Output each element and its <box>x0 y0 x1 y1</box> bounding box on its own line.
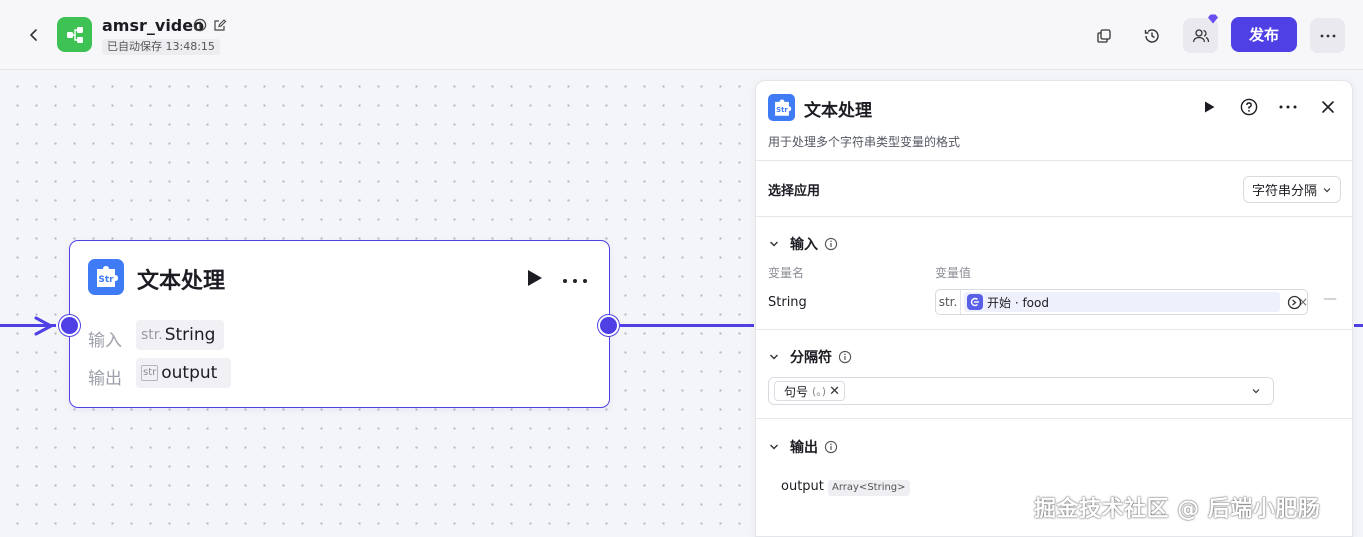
node-input-value: String <box>164 325 216 345</box>
node-output-label: 输出 <box>88 369 122 389</box>
text-processing-node[interactable]: Str 文本处理 输入 str. String 输出 str output <box>69 240 610 408</box>
separator-tag-label: 句号 <box>784 384 809 399</box>
node-output-chip: str output <box>136 358 231 388</box>
node-input-chip: str. String <box>136 320 224 350</box>
chevron-down-icon <box>770 444 778 450</box>
panel-more-button[interactable] <box>1277 96 1299 118</box>
help-circle-icon <box>1240 98 1258 116</box>
select-app-label: 选择应用 <box>768 184 821 199</box>
chevron-down-icon <box>770 241 778 247</box>
info-icon[interactable] <box>838 350 852 364</box>
node-output-port[interactable] <box>598 315 619 336</box>
canvas-edge-strip <box>1354 80 1363 537</box>
panel-title: 文本处理 <box>804 101 872 121</box>
separator-select[interactable]: 句号 (。) ✕ <box>768 377 1274 405</box>
workflow-icon <box>66 26 83 43</box>
outgoing-edge <box>620 324 754 327</box>
edit-icon[interactable] <box>213 18 227 32</box>
string-type-label: str. <box>141 327 163 343</box>
node-input-label: 输入 <box>88 331 122 351</box>
select-app-dropdown[interactable]: 字符串分隔 <box>1243 176 1341 203</box>
play-icon <box>1205 101 1215 113</box>
node-more-button[interactable] <box>562 265 592 289</box>
string-puzzle-icon: Str <box>97 266 118 287</box>
variable-picker-icon[interactable] <box>1287 295 1302 310</box>
save-status: 已自动保存 13:48:15 <box>102 39 220 55</box>
copy-icon <box>1096 28 1111 43</box>
collaborators-button[interactable] <box>1183 18 1218 53</box>
incoming-edge <box>0 324 56 327</box>
separator-tag-symbol: (。) <box>812 385 827 398</box>
string-puzzle-icon: Str <box>774 99 791 116</box>
history-icon <box>1144 28 1159 43</box>
node-title: 文本处理 <box>137 269 226 294</box>
separator-section-header[interactable]: 分隔符 <box>768 347 852 367</box>
arrow-right-icon <box>34 316 53 336</box>
svg-text:Str: Str <box>98 275 114 285</box>
outgoing-edge-continuation <box>1354 324 1363 327</box>
output-section-header[interactable]: 输出 <box>768 437 838 457</box>
chevron-down-icon <box>770 354 778 360</box>
panel-close-button[interactable] <box>1317 96 1339 118</box>
start-node-badge <box>967 294 983 310</box>
input-section-title: 输入 <box>790 237 818 253</box>
more-button[interactable] <box>1310 18 1345 53</box>
users-icon <box>1192 28 1209 42</box>
node-output-value: output <box>161 363 218 383</box>
panel-run-button[interactable] <box>1198 96 1220 118</box>
variable-name: String <box>768 295 807 310</box>
output-variable-type: Array<String> <box>828 480 910 496</box>
app-name: amsr_video <box>102 16 205 35</box>
node-icon: Str <box>88 259 124 295</box>
node-settings-panel: Str 文本处理 用于处理多个字符串类型变量的格式 选择应用 字符串分隔 输入 … <box>755 80 1354 537</box>
more-horizontal-icon <box>1320 34 1335 37</box>
start-node-icon <box>970 297 979 307</box>
chevron-down-icon <box>1252 389 1260 394</box>
divider <box>756 418 1354 419</box>
column-variable-name: 变量名 <box>768 266 805 280</box>
input-section-header[interactable]: 输入 <box>768 234 838 254</box>
app-logo <box>57 17 92 52</box>
remove-variable-button[interactable]: — <box>1323 291 1337 307</box>
panel-description: 用于处理多个字符串类型变量的格式 <box>768 135 961 149</box>
play-icon[interactable] <box>523 267 545 289</box>
separator-section-title: 分隔符 <box>790 350 832 366</box>
remove-separator-button[interactable]: ✕ <box>829 383 841 399</box>
panel-node-icon: Str <box>768 94 795 121</box>
publish-button[interactable]: 发布 <box>1231 17 1297 52</box>
output-section-title: 输出 <box>790 440 818 456</box>
svg-text:Str: Str <box>776 105 788 113</box>
chevron-left-icon <box>30 29 37 41</box>
more-horizontal-icon <box>1279 105 1297 109</box>
copy-button[interactable] <box>1086 18 1121 53</box>
info-icon[interactable] <box>824 237 838 251</box>
chevron-down-icon <box>1323 188 1331 193</box>
info-icon[interactable] <box>824 440 838 454</box>
top-bar: amsr_video 已自动保存 13:48:15 发布 <box>0 0 1363 70</box>
workflow-canvas[interactable]: Str 文本处理 输入 str. String 输出 str output <box>0 71 754 537</box>
panel-help-button[interactable] <box>1238 96 1260 118</box>
variable-type: str. <box>936 290 961 314</box>
select-app-value: 字符串分隔 <box>1252 184 1318 199</box>
clear-reference-button[interactable]: × <box>1298 295 1309 309</box>
history-button[interactable] <box>1134 18 1169 53</box>
variable-reference-text: 开始 · food <box>987 295 1049 310</box>
variable-reference[interactable]: 开始 · food × <box>964 292 1308 312</box>
divider <box>756 160 1354 161</box>
variable-value-field[interactable]: str. 开始 · food × <box>935 289 1308 315</box>
divider <box>756 329 1354 330</box>
output-variable-name: output <box>781 479 824 494</box>
back-button[interactable] <box>24 24 44 46</box>
diamond-badge-icon <box>1208 14 1218 24</box>
separator-tag: 句号 (。) ✕ <box>774 381 846 401</box>
divider <box>756 216 1354 217</box>
close-icon <box>1322 101 1334 113</box>
string-type-box: str <box>141 365 159 381</box>
more-horizontal-icon <box>563 279 587 283</box>
info-icon[interactable] <box>193 18 207 32</box>
node-input-port[interactable] <box>59 315 80 336</box>
column-variable-value: 变量值 <box>935 266 972 280</box>
watermark: 掘金技术社区 @ 后端小肥肠 <box>1034 497 1321 522</box>
